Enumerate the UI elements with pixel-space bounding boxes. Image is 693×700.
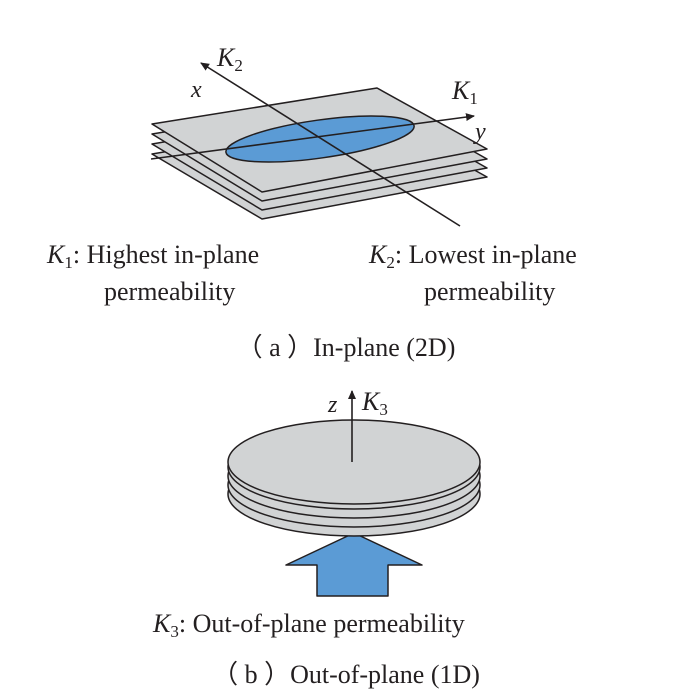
out-of-plane-flow-arrow <box>285 532 423 597</box>
panel-b-out-of-plane: z K3 K3: Out-of-plane permeability （ b ）… <box>152 387 481 689</box>
k3-axis-label: K3 <box>361 387 388 419</box>
k1-axis-label: K1 <box>451 76 478 108</box>
panel-a-in-plane: x y K2 K1 K1: Highest in-plane permeabil… <box>46 43 577 362</box>
k3-description: K3: Out-of-plane permeability <box>152 609 465 641</box>
k2-axis-label: K2 <box>216 43 243 75</box>
axis-z-label: z <box>327 392 338 418</box>
k2-description-line2: permeability <box>424 277 555 306</box>
caption-b: （ b ）Out-of-plane (1D) <box>212 660 480 689</box>
k1-description: K1: Highest in-plane <box>46 240 259 272</box>
axis-y-label: y <box>473 119 486 145</box>
k1-description-line2: permeability <box>104 277 235 306</box>
k2-description: K2: Lowest in-plane <box>368 240 577 272</box>
k1-y-axis-arrow <box>150 113 475 160</box>
disc-top <box>227 419 481 505</box>
k2-x-axis-arrow <box>200 62 461 227</box>
caption-a: （ a ）In-plane (2D) <box>237 333 456 362</box>
axis-x-label: x <box>190 77 202 103</box>
in-plane-flow-ellipse <box>225 115 415 163</box>
